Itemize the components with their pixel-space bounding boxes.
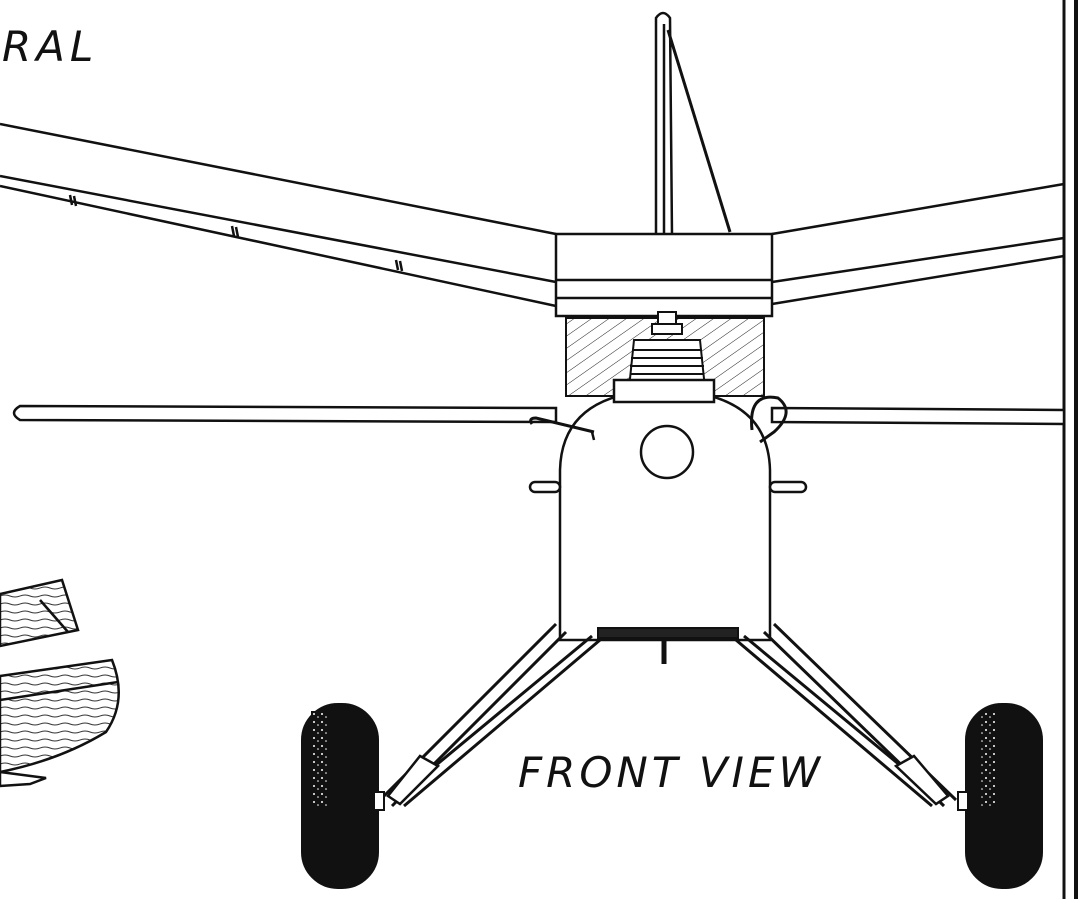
title-fragment: RAL (2, 22, 99, 71)
side-view-fragment (0, 578, 120, 788)
fuselage-cabin (554, 232, 774, 318)
vertical-fin (654, 11, 732, 238)
horizontal-stabilizer (12, 404, 1066, 426)
cowling (528, 378, 808, 642)
landing-gear-right (735, 622, 958, 808)
cowling-intake (597, 627, 739, 664)
landing-gear-left (378, 622, 601, 808)
right-wheel (957, 703, 1043, 889)
page-border (1062, 0, 1078, 899)
right-wing (771, 182, 1065, 306)
left-wing (0, 122, 557, 308)
left-wheel (301, 703, 385, 889)
view-label: FRONT VIEW (518, 748, 825, 797)
